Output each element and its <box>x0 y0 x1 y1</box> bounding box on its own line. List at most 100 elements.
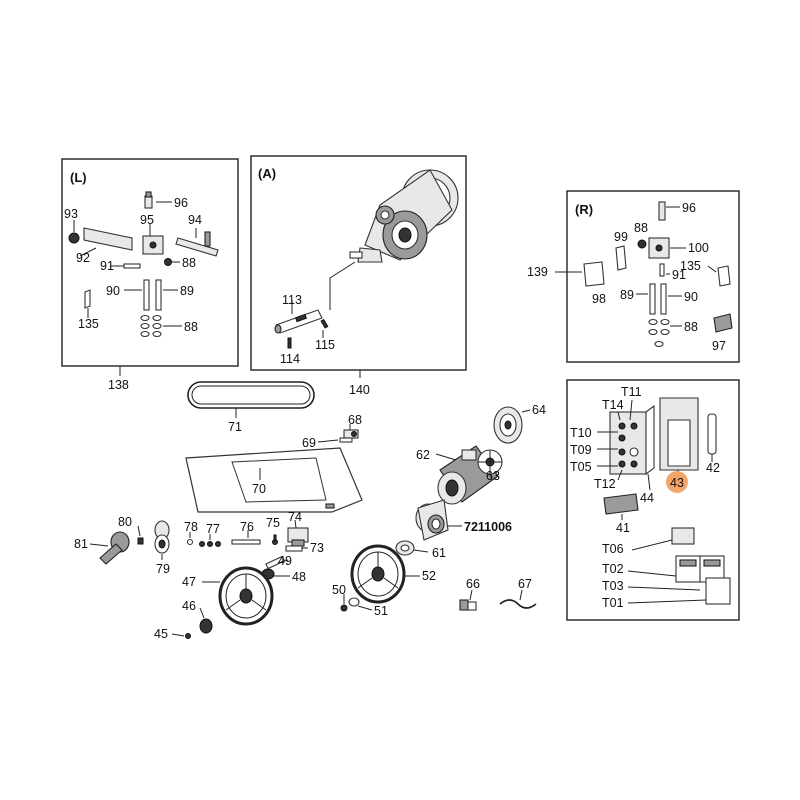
part-96-valve[interactable] <box>144 195 153 209</box>
label-49: 49 <box>278 554 292 568</box>
label-r96: 96 <box>682 201 696 215</box>
panel-electrical-frame <box>566 379 740 621</box>
part-69-pin[interactable] <box>339 437 353 443</box>
label-t12: T12 <box>594 477 616 491</box>
part-89-shaft-r[interactable] <box>649 283 656 315</box>
panel-right-guide-assembly: (R) 96 88 99 100 91 135 139 98 89 <box>527 190 740 363</box>
label-93: 93 <box>64 207 78 221</box>
part-75-screw[interactable] <box>272 534 278 545</box>
part-88-bearing-set[interactable] <box>140 314 162 338</box>
label-r135: 135 <box>680 259 701 273</box>
part-90-shaft-r[interactable] <box>660 283 667 315</box>
label-75: 75 <box>266 516 280 530</box>
part-51-washer[interactable] <box>348 597 360 607</box>
part-7211006-gearbox[interactable] <box>415 499 449 541</box>
label-48: 48 <box>292 570 306 584</box>
part-70-blade-guard[interactable] <box>185 447 363 513</box>
part-114-key[interactable] <box>287 337 292 349</box>
label-76: 76 <box>240 520 254 534</box>
part-79-bearing[interactable] <box>154 520 170 554</box>
part-64-pulley[interactable] <box>493 406 523 444</box>
part-90-shaft[interactable] <box>143 279 150 311</box>
label-51: 51 <box>374 604 388 618</box>
part-50-screw[interactable] <box>340 604 348 612</box>
part-88-bearing[interactable] <box>164 258 172 266</box>
part-78-washer[interactable] <box>186 538 194 546</box>
part-42-handle[interactable] <box>707 413 717 455</box>
part-73-pad[interactable] <box>285 545 303 552</box>
highlight-43-marker[interactable] <box>666 471 688 493</box>
label-97: 97 <box>712 339 726 353</box>
part-97-bracket[interactable] <box>713 313 733 333</box>
panel-electrical-box: T11 T14 T10 T09 T05 T12 43 42 44 41 T06 <box>566 379 740 621</box>
label-52: 52 <box>422 569 436 583</box>
part-99-plate[interactable] <box>615 245 627 271</box>
part-91-pin[interactable] <box>123 263 141 269</box>
part-94-bar[interactable] <box>175 237 219 257</box>
label-t02: T02 <box>602 562 624 576</box>
label-r90: 90 <box>684 290 698 304</box>
part-96-valve-r[interactable] <box>658 201 666 221</box>
label-92: 92 <box>76 251 90 265</box>
part-41-bracket[interactable] <box>603 493 639 515</box>
part-91-pin-r[interactable] <box>659 263 665 277</box>
panel-a-frame <box>250 155 467 371</box>
label-100: 100 <box>688 241 709 255</box>
label-88-bottom: 88 <box>184 320 198 334</box>
part-44-control-box[interactable] <box>609 404 655 476</box>
part-113-shaft[interactable] <box>274 309 323 334</box>
part-98-bracket[interactable] <box>583 261 605 287</box>
part-76-rod[interactable] <box>231 539 261 545</box>
part-46-knob[interactable] <box>199 618 213 634</box>
label-42: 42 <box>706 461 720 475</box>
part-66-connector[interactable] <box>459 599 477 611</box>
part-74-holder[interactable] <box>287 527 309 547</box>
panel-right-frame <box>566 190 740 363</box>
part-81-handle[interactable] <box>99 531 130 565</box>
part-contactor-block[interactable] <box>675 555 731 605</box>
part-49-spindle[interactable] <box>265 555 286 570</box>
label-t09: T09 <box>570 443 592 457</box>
part-67-cable[interactable] <box>499 599 537 609</box>
label-78: 78 <box>184 520 198 534</box>
part-115-key[interactable] <box>320 318 329 329</box>
part-52-handwheel[interactable] <box>350 544 406 604</box>
part-88-bearing-set-r[interactable] <box>648 318 670 348</box>
part-92-guide-arm[interactable] <box>83 227 133 251</box>
part-t06-relay[interactable] <box>671 527 695 545</box>
part-93-knob[interactable] <box>68 232 80 244</box>
part-63-fan[interactable] <box>477 449 503 475</box>
label-46: 46 <box>182 599 196 613</box>
part-89-shaft[interactable] <box>155 279 162 311</box>
label-114: 114 <box>280 352 300 366</box>
part-88-r-top[interactable] <box>637 239 647 249</box>
label-80: 80 <box>118 515 132 529</box>
label-t05: T05 <box>570 460 592 474</box>
label-68: 68 <box>348 413 362 427</box>
label-7211006: 7211006 <box>464 520 512 534</box>
label-74: 74 <box>288 510 302 524</box>
label-96: 96 <box>174 196 188 210</box>
label-r89: 89 <box>620 288 634 302</box>
part-47-handwheel[interactable] <box>218 566 274 626</box>
label-90: 90 <box>106 284 120 298</box>
part-71-belt[interactable] <box>187 381 315 409</box>
part-135-bracket[interactable] <box>84 289 91 309</box>
part-45-screw[interactable] <box>185 633 191 639</box>
label-79: 79 <box>156 562 170 576</box>
panel-a-header: (A) <box>258 166 276 181</box>
label-140: 140 <box>349 383 370 397</box>
part-gearbox-housing[interactable] <box>349 169 459 263</box>
label-98: 98 <box>592 292 606 306</box>
label-41: 41 <box>616 521 630 535</box>
part-80-nut[interactable] <box>137 537 144 545</box>
part-77-nut-set[interactable] <box>199 541 221 547</box>
label-r91: 91 <box>672 268 686 282</box>
label-95: 95 <box>140 213 154 227</box>
label-70: 70 <box>252 482 266 496</box>
part-135-bracket-r[interactable] <box>717 265 731 287</box>
part-61-washer[interactable] <box>395 540 415 556</box>
part-68-clamp[interactable] <box>343 429 359 439</box>
label-t11: T11 <box>621 385 642 399</box>
label-66: 66 <box>466 577 480 591</box>
